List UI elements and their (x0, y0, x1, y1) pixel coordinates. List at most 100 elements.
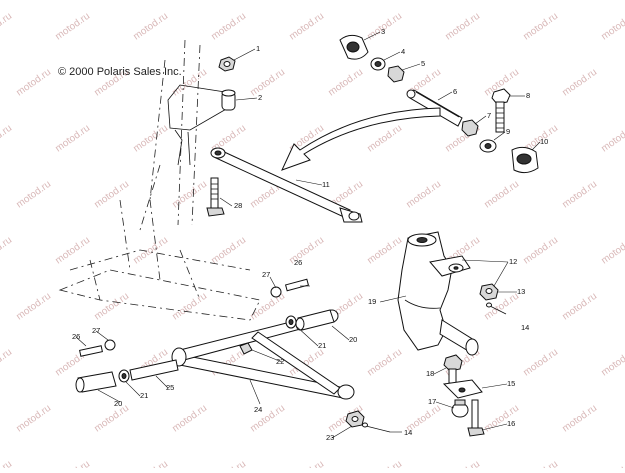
copyright-notice: © 2000 Polaris Sales Inc. (58, 66, 182, 78)
watermark-text: motod.ru (248, 67, 287, 99)
callout-3: 3 (381, 27, 385, 36)
callout-20-lower: 20 (114, 399, 122, 408)
watermark-text: motod.ru (209, 459, 248, 468)
callout-12: 12 (509, 257, 517, 266)
watermark-text: motod.ru (92, 403, 131, 435)
callout-18: 18 (426, 369, 434, 378)
frame-section (58, 199, 261, 321)
callout-28: 28 (234, 201, 242, 210)
watermark-text: motod.ru (521, 347, 560, 379)
watermark-text: motod.ru (0, 11, 14, 43)
callout-13: 13 (517, 287, 525, 296)
part-20-pivot-tube-upper (295, 309, 335, 331)
watermark-text: motod.ru (482, 179, 521, 211)
part-17-ball-joint (451, 399, 469, 418)
part-4-bushing (370, 57, 386, 71)
part-7-jam-nut (461, 119, 479, 137)
part-21-bushing-upper (285, 315, 297, 329)
watermark-text: motod.ru (14, 291, 53, 323)
part-26-bolt-upper (284, 278, 310, 292)
watermark-text: motod.ru (404, 179, 443, 211)
part-10-rod-end (511, 146, 539, 174)
direction-arrow (281, 107, 441, 171)
callout-20-upper: 20 (349, 335, 357, 344)
callout-23: 23 (326, 433, 334, 442)
watermark-text: motod.ru (131, 235, 170, 267)
watermark-text: motod.ru (14, 403, 53, 435)
part-13-nut (479, 283, 499, 301)
watermark-text: motod.ru (599, 123, 625, 155)
part-16-bolt (467, 399, 485, 437)
watermark-text: motod.ru (365, 235, 404, 267)
part-19-spindle (397, 231, 479, 356)
watermark-text: motod.ru (92, 179, 131, 211)
watermark-text: motod.ru (131, 11, 170, 43)
part-14-cotter-pin-upper (486, 302, 507, 315)
part-2-spacer (221, 89, 236, 111)
watermark-text: motod.ru (209, 235, 248, 267)
watermark-text: motod.ru (170, 403, 209, 435)
watermark-text: motod.ru (599, 11, 625, 43)
watermark-text: motod.ru (0, 459, 14, 468)
part-21-bushing-lower (118, 369, 130, 383)
watermark-text: motod.ru (443, 11, 482, 43)
watermark-text: motod.ru (170, 179, 209, 211)
callout-2: 2 (258, 93, 262, 102)
watermark-text: motod.ru (14, 67, 53, 99)
callout-27-upper: 27 (262, 270, 270, 279)
watermark-text: motod.ru (521, 459, 560, 468)
part-25-pivot-tube-lower (129, 359, 179, 381)
part-14-cotter-pin-lower (362, 422, 391, 433)
callout-4: 4 (401, 47, 405, 56)
watermark-text: motod.ru (287, 11, 326, 43)
watermark-text: motod.ru (0, 347, 14, 379)
callout-15: 15 (507, 379, 515, 388)
callout-10: 10 (540, 137, 548, 146)
watermark-text: motod.ru (365, 459, 404, 468)
part-9-washer (479, 139, 497, 153)
part-12-washer (448, 263, 464, 273)
part-23-nut (345, 410, 365, 428)
part-5-jam-nut (387, 65, 405, 83)
watermark-text: motod.ru (365, 347, 404, 379)
part-15-plate (442, 379, 483, 399)
watermark-text: motod.ru (248, 291, 287, 323)
part-28-bolt (206, 177, 225, 217)
part-20-pivot-tube-lower (75, 371, 117, 393)
part-8-bolt (491, 88, 511, 133)
callout-14-upper: 14 (521, 323, 529, 332)
callout-27-lower: 27 (92, 326, 100, 335)
callout-numbers: 1 2 3 4 5 6 7 8 9 10 11 12 13 14 15 16 1… (72, 27, 548, 442)
watermark-text: motod.ru (287, 459, 326, 468)
watermark-text: motod.ru (599, 347, 625, 379)
part-18-bolt (443, 354, 463, 384)
watermark-text: motod.ru (53, 123, 92, 155)
callout-16: 16 (507, 419, 515, 428)
callout-26-lower: 26 (72, 332, 80, 341)
callout-6: 6 (453, 87, 457, 96)
watermark-text: motod.ru (92, 291, 131, 323)
callout-21-upper: 21 (318, 341, 326, 350)
watermark-text: motod.ru (14, 179, 53, 211)
callout-7: 7 (487, 111, 491, 120)
callout-25: 25 (166, 383, 174, 392)
watermark-text: motod.ru (53, 235, 92, 267)
callout-26-upper: 26 (294, 258, 302, 267)
watermark-text: motod.ru (209, 11, 248, 43)
callout-21-lower: 21 (140, 391, 148, 400)
watermark-text: motod.ru (599, 459, 625, 468)
watermark-text: motod.ru (365, 123, 404, 155)
watermark-text: motod.ru (560, 291, 599, 323)
callout-1: 1 (256, 44, 260, 53)
watermark-text: motod.ru (443, 459, 482, 468)
steering-post (139, 39, 229, 231)
watermark-text: motod.ru (53, 11, 92, 43)
leader-lines (75, 31, 541, 439)
callout-5: 5 (421, 59, 425, 68)
part-3-rod-end (339, 34, 369, 60)
watermark-text: motod.ru (599, 235, 625, 267)
watermark-text: motod.ru (170, 291, 209, 323)
